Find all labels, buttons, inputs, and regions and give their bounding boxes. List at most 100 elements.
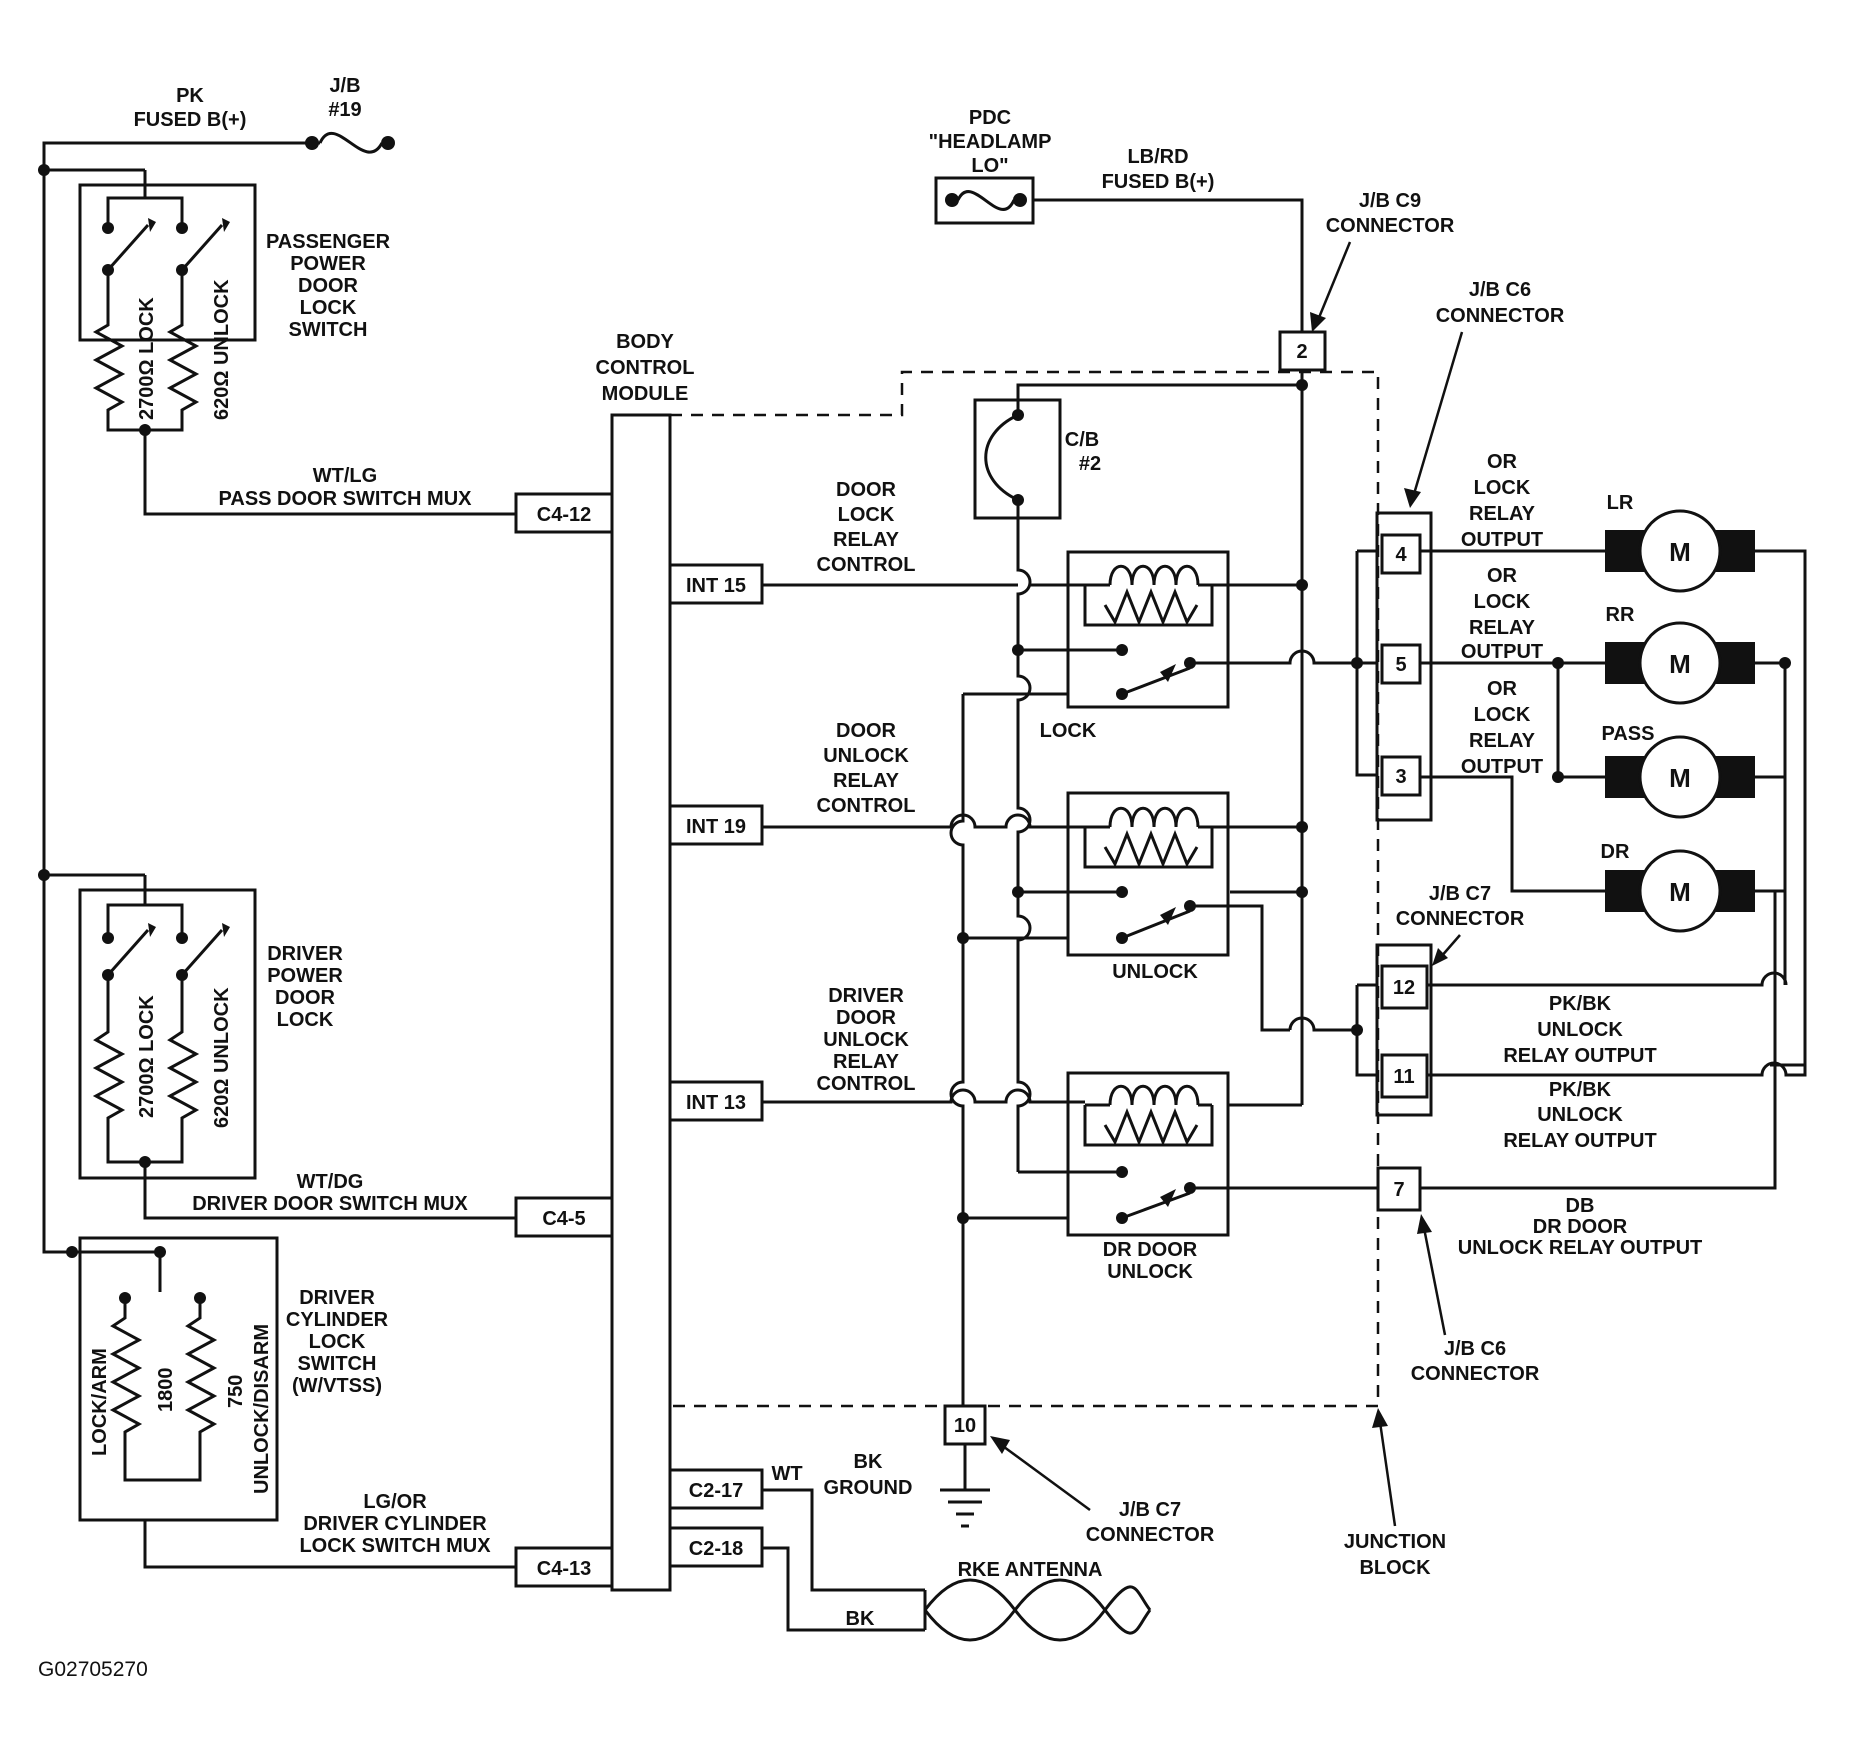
- or3-label-3: RELAY: [1469, 730, 1536, 752]
- lock-relay-label: LOCK: [1040, 720, 1097, 742]
- pdc-label-2: "HEADLAMP: [929, 131, 1052, 153]
- pin-c4-12: C4-12: [537, 504, 591, 526]
- drdoor-relay-label-1: DR DOOR: [1103, 1239, 1198, 1261]
- jb-label-1: JUNCTION: [1344, 1531, 1446, 1553]
- pin-5: 5: [1395, 654, 1406, 676]
- unlockdisarm-label: UNLOCK/DISARM: [251, 1324, 273, 1494]
- cyl-label-4: SWITCH: [298, 1353, 377, 1375]
- ddu-label-1: DRIVER: [828, 985, 904, 1007]
- ddu-label-5: CONTROL: [817, 1073, 916, 1095]
- or2-label-4: OUTPUT: [1461, 641, 1543, 663]
- pdc-label-3: LO": [971, 155, 1008, 177]
- cyl-label-3: LOCK: [309, 1331, 366, 1353]
- rke-antenna: [923, 1578, 1152, 1642]
- motor-lr-m: M: [1669, 537, 1691, 567]
- pass-switch-label-4: LOCK: [300, 297, 357, 319]
- pin-c2-17: C2-17: [689, 1480, 743, 1502]
- pkbk-1-relay: RELAY OUTPUT: [1503, 1045, 1656, 1067]
- motor-lr: M LR: [1605, 492, 1755, 593]
- dl-label-1: DOOR: [836, 479, 897, 501]
- wt-wire: [762, 1488, 925, 1592]
- ddu-label-4: RELAY: [833, 1051, 900, 1073]
- pass-lock-resistor-label: 2700Ω LOCK: [136, 297, 158, 420]
- pdc-headlamp-fuse: PDC "HEADLAMP LO": [929, 107, 1052, 225]
- motor-lr-label: LR: [1607, 492, 1634, 514]
- drdoor-label: DR DOOR: [1533, 1216, 1628, 1238]
- dl-label-3: RELAY: [833, 529, 900, 551]
- passenger-door-lock-switch: 2700Ω LOCK 620Ω UNLOCK: [78, 170, 257, 436]
- pin-int19: INT 19: [686, 816, 746, 838]
- or2-label-2: LOCK: [1474, 591, 1531, 613]
- ddu-label-3: UNLOCK: [823, 1029, 909, 1051]
- c9-label-2: CONNECTOR: [1326, 215, 1455, 237]
- rke-label: RKE ANTENNA: [958, 1559, 1103, 1581]
- cyl-label-5: (W/VTSS): [292, 1375, 382, 1397]
- drv-lock-resistor-label: 2700Ω LOCK: [136, 995, 158, 1118]
- wtlg-label: WT/LG: [313, 465, 377, 487]
- jb-c7-connector-mid: 12 11: [1351, 943, 1433, 1117]
- relay-common-feed: [1016, 500, 1032, 1172]
- motor-dr-m: M: [1669, 877, 1691, 907]
- lbrd-feed-wire: [1033, 198, 1304, 332]
- cb-label-1: C/B: [1065, 429, 1099, 451]
- du-label-4: CONTROL: [817, 795, 916, 817]
- motor-pass: M PASS: [1602, 723, 1755, 819]
- int13-wire: [762, 1088, 1085, 1104]
- unlock-relay: [1066, 791, 1230, 957]
- ground-bus: [949, 694, 965, 1422]
- int19-wire: [762, 813, 1085, 829]
- motor-rr-m: M: [1669, 649, 1691, 679]
- circuit-breaker-2: C/B #2: [973, 383, 1302, 520]
- cyl-mux-label-1: DRIVER CYLINDER: [303, 1513, 487, 1535]
- cyl-mux-label-2: LOCK SWITCH MUX: [299, 1535, 491, 1557]
- cb-label-2: #2: [1079, 453, 1101, 475]
- pin-int13: INT 13: [686, 1092, 746, 1114]
- jb-label-2: BLOCK: [1359, 1557, 1431, 1579]
- c7-mid-label-2: CONNECTOR: [1396, 908, 1525, 930]
- or3-label-1: OR: [1487, 678, 1518, 700]
- pkbk-2-unlock: UNLOCK: [1537, 1104, 1623, 1126]
- pin-c2-18: C2-18: [689, 1538, 743, 1560]
- cyl-mux-wire: [143, 1520, 516, 1569]
- pk-wire-label: PK: [176, 85, 204, 107]
- pkbk-wire-1: [1427, 971, 1788, 987]
- or2-label-1: OR: [1487, 565, 1518, 587]
- c6-bot-label-2: CONNECTOR: [1411, 1363, 1540, 1385]
- c6-top-label-2: CONNECTOR: [1436, 305, 1565, 327]
- left-power-rail: [38, 141, 320, 1254]
- pass-switch-label-3: DOOR: [298, 275, 359, 297]
- motor-rr-label: RR: [1606, 604, 1635, 626]
- lock-relay-output: [1190, 649, 1355, 665]
- fuse-jb19: J/B #19 PK FUSED B(+): [134, 75, 395, 154]
- pin-10: 10: [954, 1415, 976, 1437]
- ground-symbol: [940, 1488, 990, 1528]
- pass-switch-label-2: POWER: [290, 253, 366, 275]
- pin-11: 11: [1393, 1066, 1414, 1088]
- pass-switch-label-5: SWITCH: [289, 319, 368, 341]
- drv-unlock-resistor-label: 620Ω UNLOCK: [211, 987, 233, 1128]
- c6-top-label-1: J/B C6: [1469, 279, 1531, 301]
- pkbk-2-relay: RELAY OUTPUT: [1503, 1130, 1656, 1152]
- r750-label: 750: [225, 1375, 247, 1408]
- drdoor-relay-label-2: UNLOCK: [1107, 1261, 1193, 1283]
- drv-switch-label-1: DRIVER: [267, 943, 343, 965]
- bcm-label-2: CONTROL: [596, 357, 695, 379]
- figure-id: G02705270: [38, 1658, 148, 1681]
- drv-mux-label: DRIVER DOOR SWITCH MUX: [192, 1193, 468, 1215]
- motor-pass-m: M: [1669, 763, 1691, 793]
- c7-mid-label-1: J/B C7: [1429, 883, 1491, 905]
- lockarm-label: LOCK/ARM: [89, 1348, 111, 1456]
- bk-ground-label-2: GROUND: [824, 1477, 913, 1499]
- pass-switch-label-1: PASSENGER: [266, 231, 391, 253]
- dl-label-4: CONTROL: [817, 554, 916, 576]
- wt-label: WT: [771, 1463, 802, 1485]
- junction-block-outline: [670, 370, 1380, 1408]
- driver-door-lock-switch: 2700Ω LOCK 620Ω UNLOCK: [78, 875, 257, 1180]
- dr-door-unlock-relay: [1066, 1071, 1230, 1237]
- or2-label-3: RELAY: [1469, 617, 1536, 639]
- pin-7: 7: [1393, 1179, 1404, 1201]
- lock-relay: [1066, 550, 1230, 709]
- pin-4: 4: [1395, 544, 1407, 566]
- du-label-1: DOOR: [836, 720, 897, 742]
